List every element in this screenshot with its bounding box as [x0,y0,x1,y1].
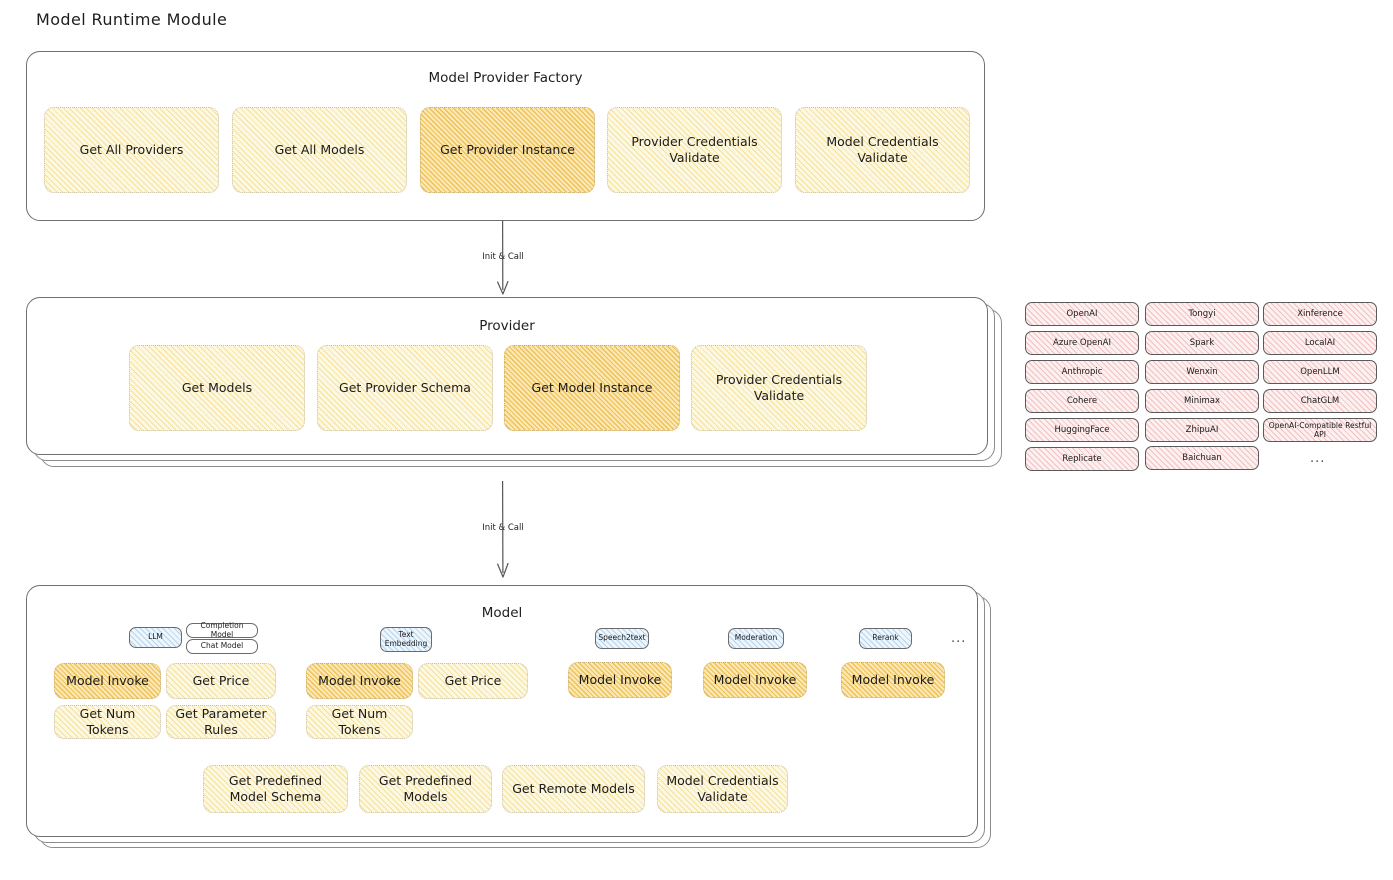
provider-chip-localai[interactable]: LocalAI [1263,331,1377,355]
provider-chip-minimax[interactable]: Minimax [1145,389,1259,413]
node-text-embedding-get-num-tokens[interactable]: Get Num Tokens [306,705,413,739]
node-get-all-models[interactable]: Get All Models [232,107,407,193]
node-provider-credentials-validate[interactable]: Provider Credentials Validate [691,345,867,431]
node-text-embedding-model-invoke[interactable]: Model Invoke [306,663,413,699]
node-text-embedding-get-price[interactable]: Get Price [418,663,528,699]
node-model-credentials-validate-factory[interactable]: Model Credentials Validate [795,107,970,193]
node-get-model-instance[interactable]: Get Model Instance [504,345,680,431]
node-rerank-model-invoke[interactable]: Model Invoke [841,662,945,698]
node-llm-model-invoke[interactable]: Model Invoke [54,663,161,699]
node-moderation-model-invoke[interactable]: Model Invoke [703,662,807,698]
provider-chip-openai[interactable]: OpenAI [1025,302,1139,326]
node-get-provider-instance[interactable]: Get Provider Instance [420,107,595,193]
node-llm-get-parameter-rules[interactable]: Get Parameter Rules [166,705,276,739]
provider-chip-anthropic[interactable]: Anthropic [1025,360,1139,384]
provider-chip-tongyi[interactable]: Tongyi [1145,302,1259,326]
provider-title: Provider [479,318,535,334]
provider-chip-azure-openai[interactable]: Azure OpenAI [1025,331,1139,355]
node-speech2text-model-invoke[interactable]: Model Invoke [568,662,672,698]
node-llm-get-num-tokens[interactable]: Get Num Tokens [54,705,161,739]
provider-list-ellipsis: ... [1310,451,1326,466]
provider-chip-spark[interactable]: Spark [1145,331,1259,355]
provider-chip-xinference[interactable]: Xinference [1263,302,1377,326]
page-title: Model Runtime Module [36,10,228,29]
node-provider-credentials-validate-factory[interactable]: Provider Credentials Validate [607,107,782,193]
arrow-provider-to-model [497,480,509,578]
provider-chip-baichuan[interactable]: Baichuan [1145,446,1259,470]
node-get-all-providers[interactable]: Get All Providers [44,107,219,193]
node-model-credentials-validate[interactable]: Model Credentials Validate [657,765,788,813]
model-type-badge-moderation[interactable]: Moderation [728,628,784,649]
model-type-badge-llm[interactable]: LLM [129,627,182,648]
provider-chip-chatglm[interactable]: ChatGLM [1263,389,1377,413]
model-title: Model [481,605,523,621]
node-get-models[interactable]: Get Models [129,345,305,431]
factory-title: Model Provider Factory [428,70,583,86]
provider-chip-openllm[interactable]: OpenLLM [1263,360,1377,384]
node-get-remote-models[interactable]: Get Remote Models [502,765,645,813]
provider-chip-openai-compatible-restful-api[interactable]: OpenAI-Compatible Restful API [1263,418,1377,442]
arrow-factory-to-provider [497,220,509,295]
model-subbadge-chat-model[interactable]: Chat Model [186,639,258,654]
model-subbadge-completion-model[interactable]: Completion Model [186,621,258,638]
model-type-badge-text-embedding[interactable]: Text Embedding [380,627,432,652]
provider-chip-zhipuai[interactable]: ZhipuAI [1145,418,1259,442]
provider-chip-replicate[interactable]: Replicate [1025,447,1139,471]
node-get-predefined-models[interactable]: Get Predefined Models [359,765,492,813]
provider-chip-wenxin[interactable]: Wenxin [1145,360,1259,384]
provider-chip-cohere[interactable]: Cohere [1025,389,1139,413]
node-get-provider-schema[interactable]: Get Provider Schema [317,345,493,431]
node-llm-get-price[interactable]: Get Price [166,663,276,699]
model-types-ellipsis: ... [951,631,967,646]
node-get-predefined-model-schema[interactable]: Get Predefined Model Schema [203,765,348,813]
provider-chip-huggingface[interactable]: HuggingFace [1025,418,1139,442]
model-type-badge-speech2text[interactable]: Speech2text [595,628,649,649]
model-type-badge-rerank[interactable]: Rerank [859,628,912,649]
